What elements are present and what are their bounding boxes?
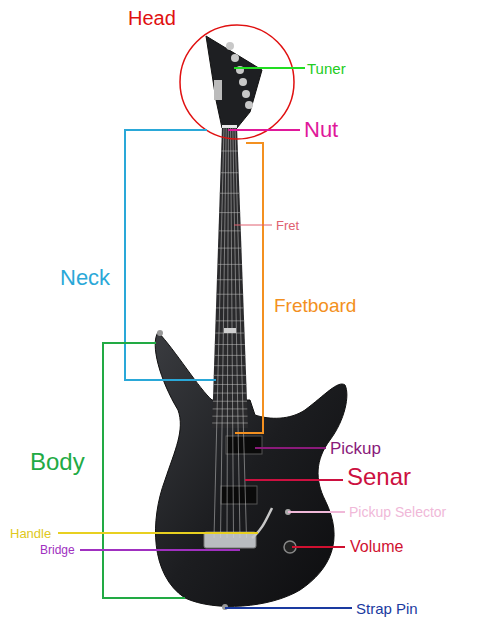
part-label: Fret (276, 219, 299, 232)
tuner-peg (226, 42, 234, 50)
leader-line (58, 532, 258, 534)
fret-wire (212, 423, 248, 424)
nut (222, 125, 237, 128)
part-label: Senar (347, 465, 411, 489)
fret-wire (213, 401, 247, 402)
guitar-string (235, 127, 247, 538)
fret-group (212, 151, 248, 423)
guitar-string (231, 127, 234, 538)
part-label: Bridge (40, 544, 75, 556)
fret-wire (221, 151, 238, 152)
part-label: Handle (10, 527, 51, 540)
part-label: Pickup (330, 440, 381, 457)
fret-wire (217, 279, 243, 280)
strap-pin (157, 330, 163, 336)
fret-wire (219, 230, 241, 231)
guitar-body (155, 332, 347, 606)
part-label: Nut (304, 119, 338, 141)
leader-line (234, 225, 272, 226)
part-label: Pickup Selector (349, 505, 446, 519)
fret-wire (214, 365, 246, 366)
fret-wire (215, 344, 245, 345)
guitar-string (227, 127, 228, 538)
part-label: Tuner (307, 61, 346, 76)
leader-line (234, 67, 305, 69)
string-group (214, 127, 247, 538)
bridge (204, 532, 256, 548)
tuner-peg (245, 101, 253, 109)
leader-line (225, 607, 352, 609)
fret-wire (214, 375, 246, 376)
leader-line (292, 546, 345, 548)
fret-wire (220, 172, 238, 173)
fret-wire (216, 320, 245, 321)
fret-wire (216, 307, 244, 308)
fret-wire (218, 248, 241, 249)
fretboard-bracket (235, 143, 263, 433)
body-bracket (103, 343, 185, 598)
part-label: Volume (350, 539, 403, 555)
headstock (206, 36, 262, 128)
leader-line (245, 479, 343, 481)
part-label: Body (30, 450, 85, 474)
fret-wire (213, 393, 247, 394)
part-label: Strap Pin (356, 601, 418, 616)
tuner-peg (242, 90, 250, 98)
part-label: Head (128, 8, 176, 28)
fret-wire (219, 212, 240, 213)
fret-wire (220, 193, 240, 194)
leader-line (80, 549, 240, 551)
fret-wire (216, 294, 243, 295)
headstock-logo (214, 80, 222, 100)
fret-wire (212, 416, 247, 417)
part-label: Fretboard (274, 296, 356, 315)
fret-wire (217, 264, 242, 265)
part-label: Neck (60, 267, 110, 289)
leader-line (255, 447, 326, 449)
guitar-string (221, 127, 227, 538)
fret-wire (213, 384, 246, 385)
neck-inlay (224, 328, 236, 333)
tuner-peg (239, 78, 247, 86)
guitar-neck (212, 126, 248, 428)
leader-line (228, 129, 300, 131)
guitar-string (214, 127, 224, 538)
fret-wire (214, 355, 245, 356)
fret-wire (213, 408, 248, 409)
guitar-string (233, 127, 240, 538)
head-circle (180, 25, 294, 139)
leader-line (288, 511, 345, 513)
tuner-peg (231, 54, 239, 62)
